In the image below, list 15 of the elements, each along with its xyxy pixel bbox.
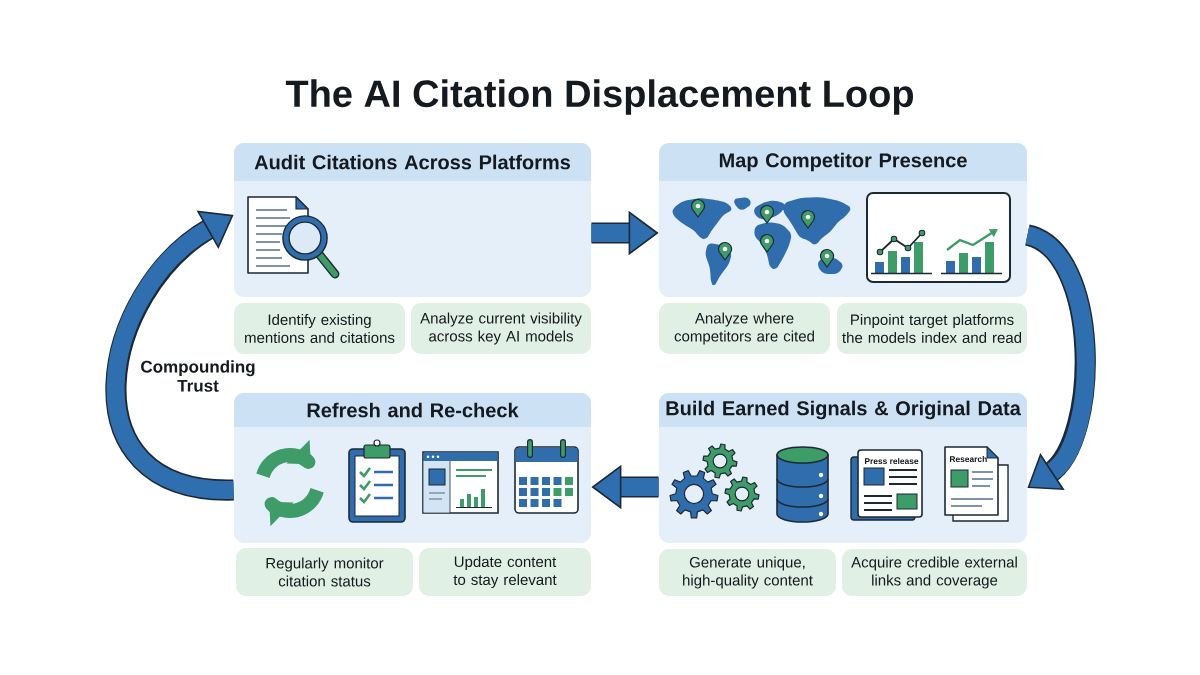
step-note: Pinpoint target platforms the models index and read xyxy=(837,303,1027,354)
document-title: Research xyxy=(950,455,987,463)
step-note: Identify existing mentions and citations xyxy=(234,303,405,354)
step-panel: Audit Citations Across Platforms xyxy=(234,143,591,297)
arrow xyxy=(1023,225,1096,491)
step-note: Generate unique, high-quality content xyxy=(659,549,836,596)
step-note: Analyze current visibility across key AI models xyxy=(411,303,591,354)
document-title: Press release xyxy=(864,457,919,465)
step-note: Analyze where competitors are cited xyxy=(659,303,830,354)
step-note: Update content to stay relevant xyxy=(419,548,591,596)
arrow xyxy=(105,210,235,501)
edge-label: Compounding Trust xyxy=(141,360,255,392)
title: The AI Citation Displacement Loop xyxy=(285,79,913,115)
step-note: Regularly monitor citation status xyxy=(236,548,413,596)
step-note: Acquire credible external links and coverage xyxy=(842,549,1027,596)
